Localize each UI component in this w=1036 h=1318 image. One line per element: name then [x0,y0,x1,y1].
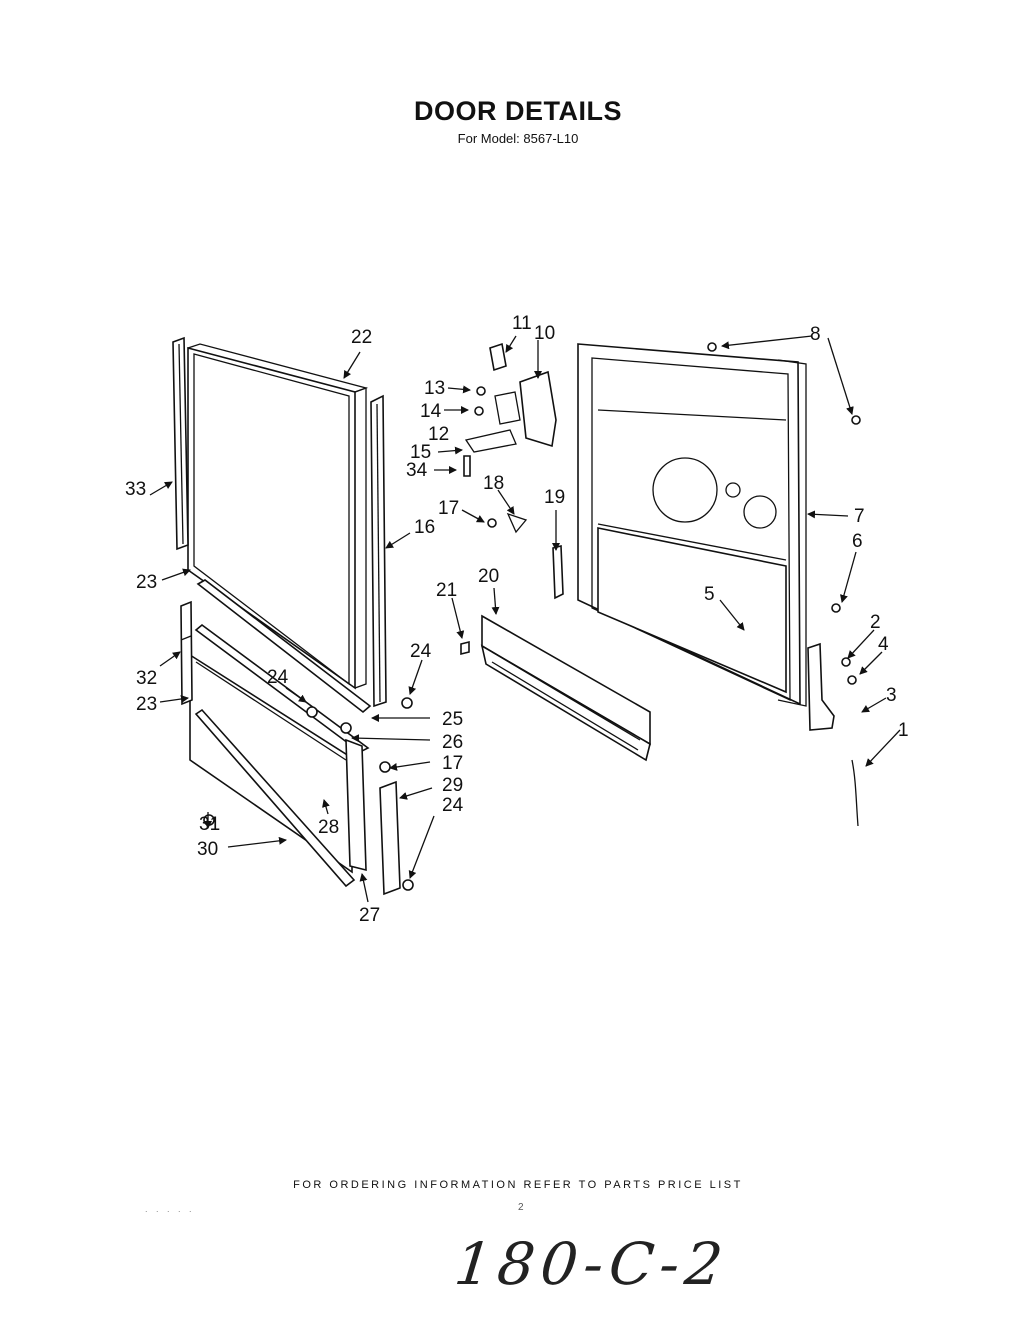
page-number: 2 [518,1202,524,1213]
callout-23-lower: 23 [136,694,157,715]
leader-lines [149,335,901,903]
callout-16: 16 [414,517,435,538]
callout-32: 32 [136,668,157,689]
callout-23: 23 [136,572,157,593]
callout-21: 21 [436,580,457,601]
callout-24-c: 24 [442,795,464,816]
callout-17-a: 17 [442,753,463,774]
callout-15: 15 [410,442,431,463]
callout-24-b: 24 [410,641,432,662]
model-subtitle: For Model: 8567-L10 [457,131,579,146]
callout-24-a: 24 [267,667,289,688]
right-side-trim [370,394,387,708]
callout-3: 3 [886,685,897,706]
end-cap-left [180,600,193,706]
callout-18: 18 [483,473,504,494]
callout-2: 2 [870,612,881,633]
callout-7: 7 [854,506,865,527]
callout-25: 25 [442,709,463,730]
ordering-note: FOR ORDERING INFORMATION REFER TO PARTS … [293,1179,743,1191]
page-title: DOOR DETAILS [414,96,622,126]
callout-20: 20 [478,566,499,587]
callout-34: 34 [406,460,428,481]
callout-26: 26 [442,732,463,753]
scan-marks: . . . . . [145,1204,195,1214]
callout-5: 5 [704,584,715,605]
callout-31: 31 [199,814,220,835]
callout-8: 8 [810,324,821,345]
callout-labels: 22 33 23 32 23 24 31 30 28 27 16 24 25 2… [125,313,909,926]
callout-33: 33 [125,479,146,500]
callout-29: 29 [442,775,463,796]
left-trim-strip [172,336,189,551]
handwritten-reference: 180-C-2 [451,1230,732,1298]
callout-30: 30 [197,839,218,860]
callout-28: 28 [318,817,339,838]
hinge-parts [460,342,564,656]
callout-6: 6 [852,531,863,552]
end-cap-right [379,780,401,896]
callout-14: 14 [420,401,442,422]
callout-10: 10 [534,323,555,344]
lower-trim-strips [189,579,372,888]
callout-19: 19 [544,487,565,508]
callout-27: 27 [359,905,380,926]
inner-door-panel [577,343,807,707]
callout-17-b: 17 [438,498,459,519]
callout-13: 13 [424,378,445,399]
door-outer-panel [187,343,369,690]
screws-left [203,697,414,891]
control-console [480,614,651,762]
callout-4: 4 [878,634,889,655]
callout-1: 1 [898,720,909,741]
callout-11: 11 [512,313,532,334]
callout-22: 22 [351,327,372,348]
right-hinge-hardware [707,342,861,827]
callout-12: 12 [428,424,449,445]
